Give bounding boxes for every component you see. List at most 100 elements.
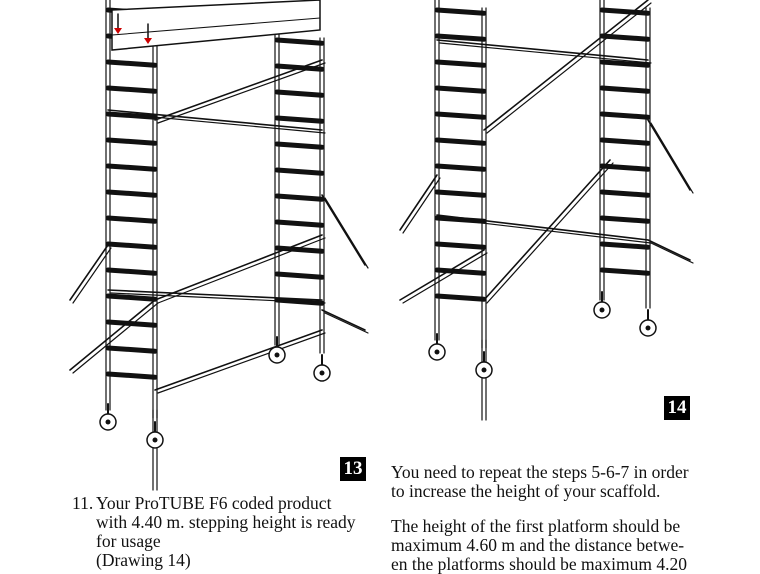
rung <box>434 241 487 250</box>
rung <box>274 89 325 98</box>
step-line: with 4.40 m. stepping height is ready <box>96 512 356 532</box>
paragraph-line: en the platforms should be maximum 4.20 <box>391 554 687 574</box>
rung <box>434 137 487 146</box>
brace <box>486 162 614 304</box>
rung <box>274 115 325 124</box>
brace <box>72 247 112 304</box>
platform <box>111 0 321 51</box>
brace <box>399 249 485 301</box>
castor-hub <box>274 352 280 358</box>
brace <box>436 39 649 61</box>
step-number: 11. <box>72 493 94 513</box>
rung <box>434 163 487 172</box>
brace <box>157 237 326 304</box>
step-line: for usage <box>96 531 161 551</box>
rung <box>105 319 158 328</box>
scaffold-drawing-13 <box>69 0 369 491</box>
step-line: (Drawing 14) <box>96 550 191 570</box>
castor-hub <box>105 419 111 425</box>
brace <box>483 159 611 301</box>
brace <box>154 329 323 391</box>
paragraph-line: The height of the first platform should … <box>391 516 681 536</box>
rung <box>434 33 487 42</box>
drawing-13-label: 13 <box>340 457 366 481</box>
brace <box>324 312 369 334</box>
rung <box>105 163 158 172</box>
rung <box>105 85 158 94</box>
rung <box>599 7 651 16</box>
rung <box>599 241 651 250</box>
step-line: Your ProTUBE F6 coded product <box>96 493 332 513</box>
drawing-14-label: 14 <box>664 396 690 420</box>
rung <box>105 189 158 198</box>
brace <box>69 299 156 371</box>
rung <box>434 189 487 198</box>
paragraph-line: maximum 4.60 m and the distance betwe- <box>391 535 685 555</box>
brace <box>69 244 109 301</box>
brace <box>72 302 159 374</box>
platform-edge <box>111 17 321 36</box>
rung <box>434 85 487 94</box>
rung <box>274 167 325 176</box>
rung <box>599 111 651 120</box>
brace <box>402 177 441 234</box>
brace <box>436 214 649 241</box>
rung <box>434 267 487 276</box>
brace <box>321 194 366 266</box>
rung <box>274 37 325 46</box>
rung <box>105 267 158 276</box>
rung <box>105 241 158 250</box>
paragraph-line: to increase the height of your scaffold. <box>391 481 661 501</box>
scaffold-drawings <box>69 0 694 491</box>
brace <box>402 252 488 304</box>
brace <box>647 119 691 191</box>
paragraph-line: You need to repeat the steps 5-6-7 in or… <box>391 462 689 482</box>
rung <box>105 293 158 302</box>
brace <box>321 309 366 331</box>
red-arrow-icon <box>144 38 152 44</box>
rung <box>599 137 651 146</box>
rung <box>599 33 651 42</box>
brace <box>107 289 323 301</box>
scaffold-drawing-14 <box>399 0 694 421</box>
brace <box>439 42 652 64</box>
brace <box>647 239 691 261</box>
rung <box>274 245 325 254</box>
castor-hub <box>152 437 158 443</box>
rung <box>434 59 487 68</box>
rung <box>599 215 651 224</box>
rung <box>274 271 325 280</box>
rung <box>105 59 158 68</box>
rung <box>599 85 651 94</box>
brace <box>110 112 326 134</box>
brace <box>110 292 326 304</box>
castor-hub <box>481 367 487 373</box>
rung <box>105 137 158 146</box>
castor-hub <box>319 370 325 376</box>
brace <box>107 109 323 131</box>
brace <box>324 197 369 269</box>
brace <box>157 62 326 124</box>
rung <box>599 267 651 276</box>
castor-hub <box>645 325 651 331</box>
rung <box>434 293 487 302</box>
rung <box>599 189 651 198</box>
rung <box>434 7 487 16</box>
brace <box>650 242 694 264</box>
rung <box>274 219 325 228</box>
brace <box>483 0 649 131</box>
brace <box>399 174 438 231</box>
castor-hub <box>434 349 440 355</box>
brace <box>486 2 652 134</box>
rung <box>105 371 158 380</box>
rung <box>434 111 487 120</box>
brace <box>154 59 323 121</box>
brace <box>650 122 694 194</box>
rung <box>274 141 325 150</box>
rung <box>105 345 158 354</box>
brace <box>157 332 326 394</box>
rung <box>105 215 158 224</box>
rung <box>274 193 325 202</box>
rung <box>599 59 651 68</box>
brace <box>154 234 323 301</box>
